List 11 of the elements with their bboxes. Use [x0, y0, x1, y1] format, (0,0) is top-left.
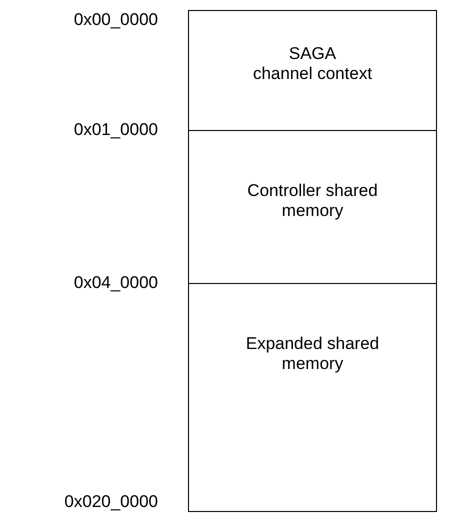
address-label: 0x04_0000 — [74, 273, 158, 293]
region-label: Controller shared memory — [246, 181, 379, 221]
memory-region — [188, 10, 437, 130]
address-label: 0x00_0000 — [74, 10, 158, 30]
address-label: 0x01_0000 — [74, 120, 158, 140]
memory-region — [188, 283, 437, 512]
memory-region — [188, 130, 437, 283]
region-label: Expanded shared memory — [246, 334, 380, 374]
region-label: SAGA — [288, 44, 338, 64]
address-label: 0x020_0000 — [64, 492, 158, 512]
region-label: channel context — [252, 64, 374, 84]
